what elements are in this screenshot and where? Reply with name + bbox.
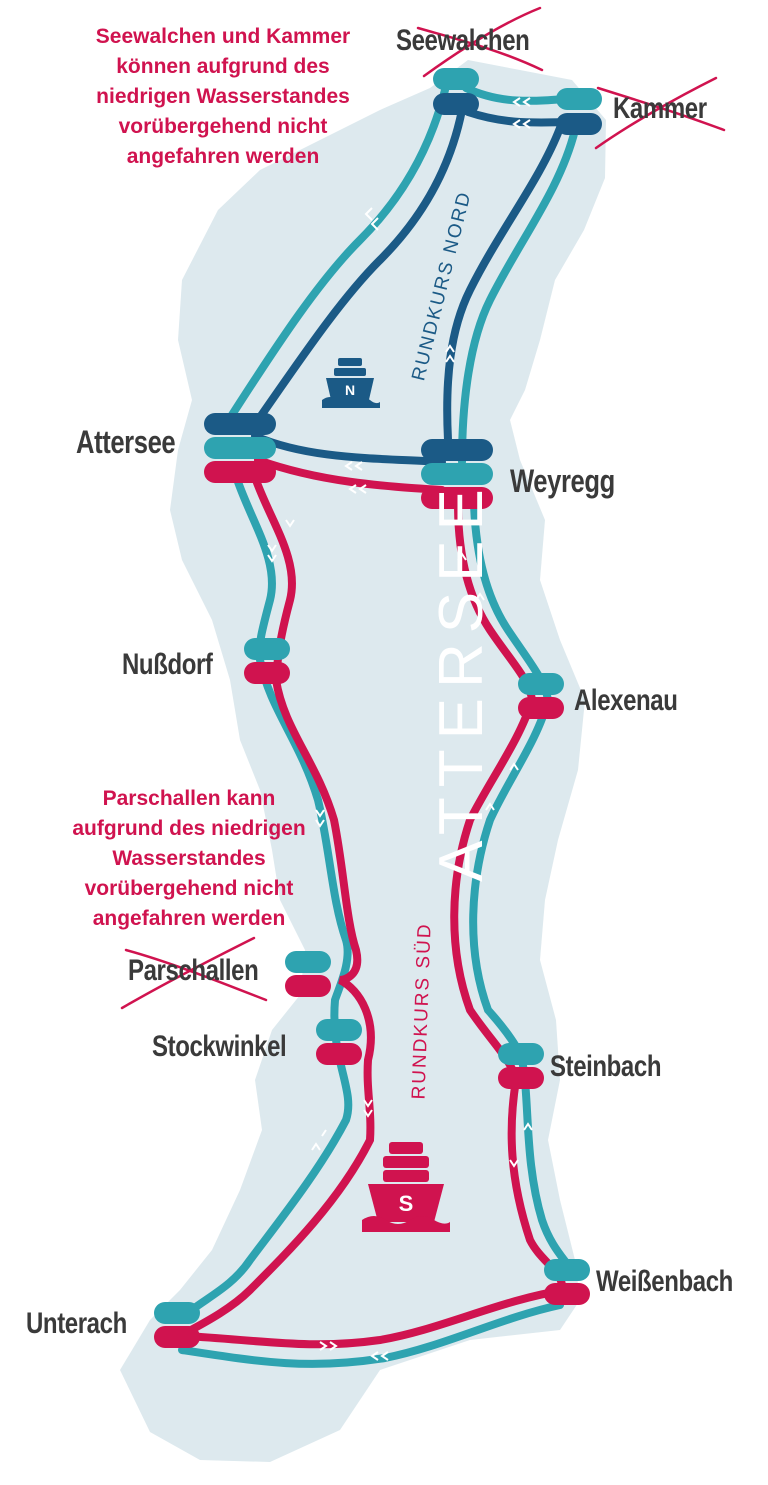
notice-north-line: vorübergehend nicht bbox=[118, 115, 328, 138]
marker-steinbach bbox=[498, 1043, 544, 1089]
stop-name-weissenbach: Weißenbach bbox=[596, 1265, 733, 1298]
stop-name-attersee: Attersee bbox=[76, 424, 176, 460]
stop-name-nussdorf: Nußdorf bbox=[122, 648, 213, 681]
lake-shape bbox=[120, 60, 606, 1462]
cross-marks bbox=[120, 6, 726, 1010]
north-dark-line-cross bbox=[251, 432, 446, 466]
stop-name-seewalchen: Seewalchen bbox=[396, 24, 530, 57]
stop-name-unterach: Unterach bbox=[26, 1307, 127, 1340]
notice-north-line: können aufgrund des bbox=[116, 55, 330, 78]
stop-name-parschallen: Parschallen bbox=[128, 954, 259, 987]
notice-north-line: Seewalchen und Kammer bbox=[95, 25, 351, 48]
north-teal-line-east bbox=[458, 126, 579, 466]
notice-north: Seewalchen und Kammer können aufgrund de… bbox=[48, 22, 398, 172]
north-dark-line-east bbox=[443, 124, 564, 444]
south-teal-line-east bbox=[469, 500, 576, 1276]
notice-south-line: vorübergehend nicht bbox=[84, 877, 294, 900]
north-teal-line bbox=[226, 86, 449, 422]
cross-parschallen-icon bbox=[120, 936, 268, 1010]
stop-name-alexenau: Alexenau bbox=[574, 684, 678, 717]
route-south-badge: S bbox=[398, 1191, 414, 1216]
ship-south-icon bbox=[362, 1142, 450, 1232]
stop-name-steinbach: Steinbach bbox=[550, 1050, 662, 1083]
south-red-line-east bbox=[450, 500, 566, 1289]
marker-weissenbach bbox=[544, 1259, 590, 1305]
marker-seewalchen bbox=[433, 68, 479, 115]
marker-parschallen bbox=[285, 951, 331, 997]
stop-name-weyregg: Weyregg bbox=[510, 463, 615, 499]
notice-south-line: aufgrund des niedrigen bbox=[72, 817, 306, 840]
marker-stockwinkel bbox=[316, 1019, 362, 1065]
stop-name-stockwinkel: Stockwinkel bbox=[152, 1030, 287, 1063]
notice-south-line: angefahren werden bbox=[92, 907, 286, 930]
notice-north-line: angefahren werden bbox=[126, 145, 320, 168]
notice-north-line: niedrigen Wasserstandes bbox=[96, 85, 350, 108]
marker-weyregg bbox=[421, 439, 493, 509]
south-red-line-cross bbox=[254, 456, 446, 494]
cross-kammer-icon bbox=[594, 76, 726, 150]
marker-alexenau bbox=[518, 673, 564, 719]
notice-south: Parschallen kann aufgrund des niedrigen … bbox=[44, 784, 334, 934]
marker-attersee bbox=[204, 413, 276, 483]
notice-south-line: Wasserstandes bbox=[112, 847, 266, 870]
notice-south-line: Parschallen kann bbox=[102, 787, 276, 810]
direction-arrows bbox=[267, 97, 533, 1361]
south-red-line-west bbox=[176, 476, 375, 1340]
marker-kammer bbox=[556, 88, 602, 135]
lake-name-label: ATTERSEE bbox=[426, 479, 496, 882]
north-dark-line bbox=[254, 106, 466, 424]
stop-markers bbox=[154, 68, 602, 1348]
south-red-line-bottom bbox=[181, 1286, 569, 1349]
marker-unterach bbox=[154, 1302, 200, 1348]
route-north-badge: N bbox=[344, 382, 356, 398]
marker-nussdorf bbox=[244, 638, 290, 684]
south-teal-line-west bbox=[176, 472, 353, 1324]
ship-north-icon bbox=[322, 358, 380, 408]
stop-name-kammer: Kammer bbox=[613, 92, 707, 125]
cross-seewalchen-icon bbox=[416, 6, 544, 78]
